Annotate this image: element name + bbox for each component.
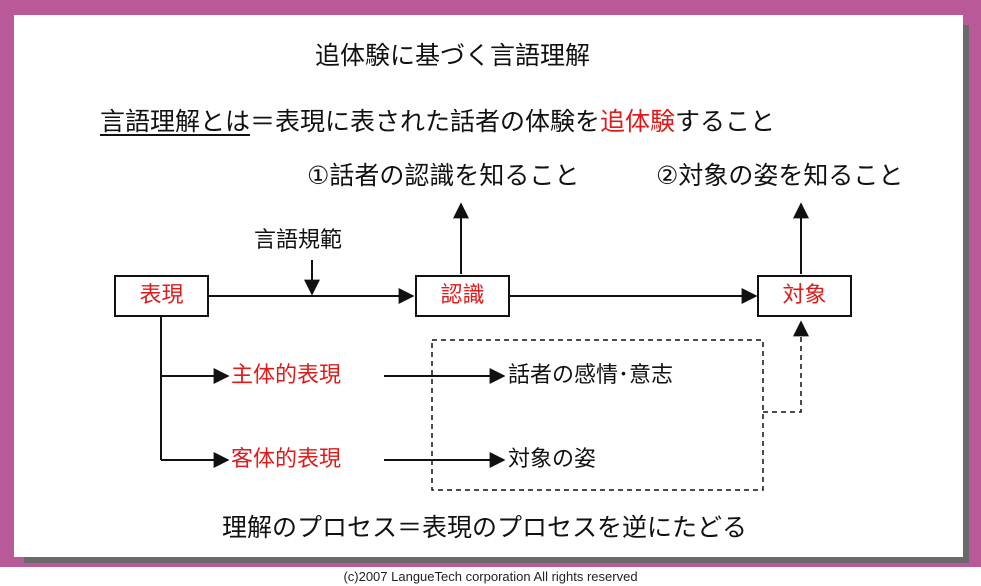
goal-know-object: ②対象の姿を知ること — [656, 161, 904, 190]
slide-shadow-right — [963, 25, 969, 557]
slide-shadow-bottom — [24, 557, 969, 563]
copyright-notice: (c)2007 LangueTech corporation All right… — [343, 569, 638, 584]
branch-objective: 客体的表現 — [231, 447, 342, 472]
goal-recognize-speaker: ①話者の認識を知ること — [307, 161, 580, 190]
slide-title: 追体験に基づく言語理解 — [315, 41, 591, 70]
node-recognition: 認識 — [415, 275, 510, 317]
definition-part1: ＝表現に表された話者の体験を — [250, 107, 601, 136]
result-emotion-will: 話者の感情･意志 — [508, 363, 674, 388]
norm-label: 言語規範 — [254, 228, 343, 253]
node-expression: 表現 — [114, 275, 209, 317]
node-object: 対象 — [757, 275, 852, 317]
definition-line: 言語理解とは＝表現に表された話者の体験を追体験すること — [100, 109, 775, 134]
definition-highlight: 追体験 — [600, 107, 676, 136]
dashed-link-to-object — [763, 320, 809, 413]
branch-subjective: 主体的表現 — [231, 363, 342, 388]
definition-part2: すること — [675, 107, 776, 136]
result-object-form: 対象の姿 — [508, 447, 597, 472]
dashed-group-box — [431, 339, 764, 491]
definition-term: 言語理解とは — [100, 107, 251, 136]
process-statement: 理解のプロセス＝表現のプロセスを逆にたどる — [222, 513, 748, 542]
